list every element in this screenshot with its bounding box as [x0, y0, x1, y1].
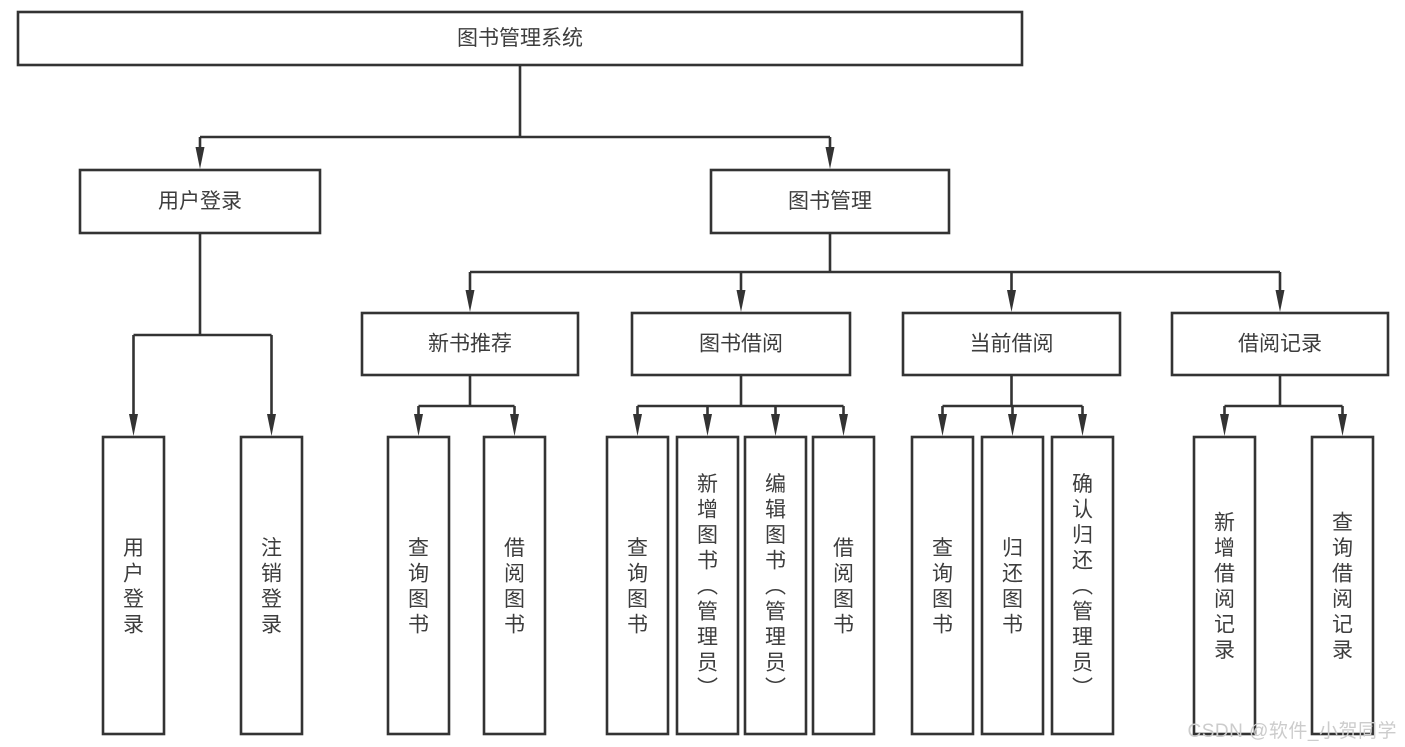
- node-level3-3[interactable]: 借阅记录: [1170, 311, 1390, 377]
- node-box[interactable]: [910, 435, 975, 736]
- node-leaf-12[interactable]: 查询借阅记录: [1310, 435, 1375, 736]
- watermark-text: CSDN @软件_小贺同学: [1187, 721, 1397, 742]
- node-box[interactable]: [605, 435, 670, 736]
- node-label: 借阅图书: [833, 537, 854, 637]
- node-leaf-0[interactable]: 用户登录: [101, 435, 166, 736]
- node-level3-1[interactable]: 图书借阅: [630, 311, 852, 377]
- node-box[interactable]: [811, 435, 876, 736]
- node-label: 图书管理: [788, 190, 872, 213]
- node-box[interactable]: [482, 435, 547, 736]
- node-box[interactable]: [901, 311, 1122, 377]
- node-leaf-11[interactable]: 新增借阅记录: [1192, 435, 1257, 736]
- node-leaf-1[interactable]: 注销登录: [239, 435, 304, 736]
- node-box[interactable]: [360, 311, 580, 377]
- node-box[interactable]: [743, 435, 808, 736]
- node-box[interactable]: [1310, 435, 1375, 736]
- node-box[interactable]: [1170, 311, 1390, 377]
- node-leaf-4[interactable]: 查询图书: [605, 435, 670, 736]
- node-level2-1[interactable]: 图书管理: [709, 168, 951, 235]
- arrow-head-icon: [633, 414, 642, 436]
- node-label: 归还图书: [1002, 537, 1023, 637]
- arrow-head-icon: [1338, 414, 1347, 436]
- node-label: 用户登录: [123, 537, 144, 637]
- node-label: 编辑图书︵管理员︶: [765, 473, 786, 700]
- node-box[interactable]: [980, 435, 1045, 736]
- arrow-head-icon: [414, 414, 423, 436]
- arrow-head-icon: [1220, 414, 1229, 436]
- arrow-head-icon: [267, 414, 276, 436]
- node-root[interactable]: 图书管理系统: [16, 10, 1024, 67]
- node-label: 图书管理系统: [457, 27, 583, 50]
- connector-layer: [129, 65, 1347, 436]
- arrow-head-icon: [703, 414, 712, 436]
- arrow-head-icon: [736, 290, 746, 312]
- node-box[interactable]: [675, 435, 740, 736]
- node-label: 当前借阅: [970, 333, 1054, 356]
- node-box[interactable]: [239, 435, 304, 736]
- node-leaf-5[interactable]: 新增图书︵管理员︶: [675, 435, 740, 736]
- arrow-head-icon: [465, 290, 475, 312]
- node-label: 借阅记录: [1238, 333, 1322, 356]
- node-level3-0[interactable]: 新书推荐: [360, 311, 580, 377]
- node-leaf-6[interactable]: 编辑图书︵管理员︶: [743, 435, 808, 736]
- node-box[interactable]: [386, 435, 451, 736]
- node-label: 注销登录: [261, 537, 282, 637]
- node-leaf-9[interactable]: 归还图书: [980, 435, 1045, 736]
- arrow-head-icon: [771, 414, 780, 436]
- arrow-head-icon: [195, 147, 205, 169]
- arrow-head-icon: [1275, 290, 1285, 312]
- node-level2-0[interactable]: 用户登录: [78, 168, 322, 235]
- node-box[interactable]: [709, 168, 951, 235]
- arrow-head-icon: [1008, 414, 1017, 436]
- arrow-head-icon: [1007, 290, 1016, 312]
- arrow-head-icon: [825, 147, 835, 169]
- node-box[interactable]: [101, 435, 166, 736]
- node-label: 借阅图书: [504, 537, 525, 637]
- arrow-head-icon: [129, 414, 138, 436]
- node-label: 查询图书: [408, 537, 429, 637]
- node-level3-2[interactable]: 当前借阅: [901, 311, 1122, 377]
- node-label: 用户登录: [158, 190, 242, 213]
- node-layer: 图书管理系统用户登录图书管理新书推荐图书借阅当前借阅借阅记录用户登录注销登录查询…: [16, 10, 1390, 736]
- node-leaf-10[interactable]: 确认归还︵管理员︶: [1050, 435, 1115, 736]
- node-leaf-8[interactable]: 查询图书: [910, 435, 975, 736]
- node-box[interactable]: [630, 311, 852, 377]
- arrow-head-icon: [839, 414, 848, 436]
- node-box[interactable]: [78, 168, 322, 235]
- node-label: 查询图书: [932, 537, 953, 637]
- node-label: 新增图书︵管理员︶: [697, 473, 718, 700]
- node-label: 查询图书: [627, 537, 648, 637]
- arrow-head-icon: [938, 414, 947, 436]
- node-label: 图书借阅: [699, 333, 783, 356]
- node-box[interactable]: [1192, 435, 1257, 736]
- node-label: 新书推荐: [428, 333, 512, 356]
- node-box[interactable]: [16, 10, 1024, 67]
- node-box[interactable]: [1050, 435, 1115, 736]
- node-leaf-7[interactable]: 借阅图书: [811, 435, 876, 736]
- node-leaf-2[interactable]: 查询图书: [386, 435, 451, 736]
- node-label: 确认归还︵管理员︶: [1072, 473, 1093, 700]
- node-label: 查询借阅记录: [1332, 511, 1353, 662]
- node-label: 新增借阅记录: [1214, 511, 1235, 662]
- arrow-head-icon: [510, 414, 519, 436]
- node-leaf-3[interactable]: 借阅图书: [482, 435, 547, 736]
- arrow-head-icon: [1078, 414, 1087, 436]
